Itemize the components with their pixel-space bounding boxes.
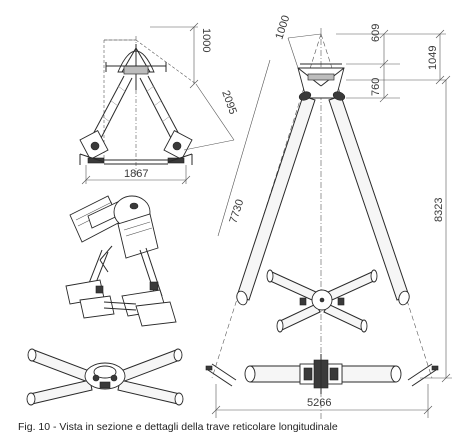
dim-main-diagonal: 7730 <box>227 198 246 225</box>
main-truss-elevation: 1000 609 760 1049 8323 7730 <box>205 14 452 420</box>
dim-main-1049: 1049 <box>427 46 439 70</box>
dim-left-diagonal: 2095 <box>219 89 239 116</box>
main-left-leg <box>236 91 316 306</box>
detail-section-left: 1000 2095 1867 <box>79 22 239 185</box>
right-leg-tube <box>139 75 182 143</box>
star-arm-ne <box>117 348 183 383</box>
main-star-hub <box>266 269 378 333</box>
dim-left-top: 1000 <box>200 28 212 52</box>
star-arm-nw <box>27 348 93 383</box>
star-arm-se <box>117 379 184 406</box>
iso-plate-right <box>117 213 159 259</box>
main-apex-node <box>297 63 345 99</box>
apex-plate <box>123 65 149 75</box>
figure-caption: Fig. 10 - Vista in sezione e dettagli de… <box>18 421 338 433</box>
star-arm-sw <box>26 379 93 406</box>
right-foot-joint <box>163 129 193 164</box>
dim-main-609: 609 <box>370 24 382 42</box>
dim-main-bottom: 5266 <box>307 397 331 409</box>
detail-star-hub-left <box>26 348 184 406</box>
detail-isometric-joint <box>65 195 177 327</box>
left-foot-joint <box>79 129 109 164</box>
dim-main-height: 8323 <box>433 198 445 222</box>
dim-main-top: 1000 <box>273 14 292 41</box>
main-bottom-chord <box>205 354 439 394</box>
left-leg-tube <box>90 75 133 143</box>
dim-left-bottom: 1867 <box>124 168 148 180</box>
dim-main-760: 760 <box>370 78 382 96</box>
main-right-leg <box>328 91 410 306</box>
